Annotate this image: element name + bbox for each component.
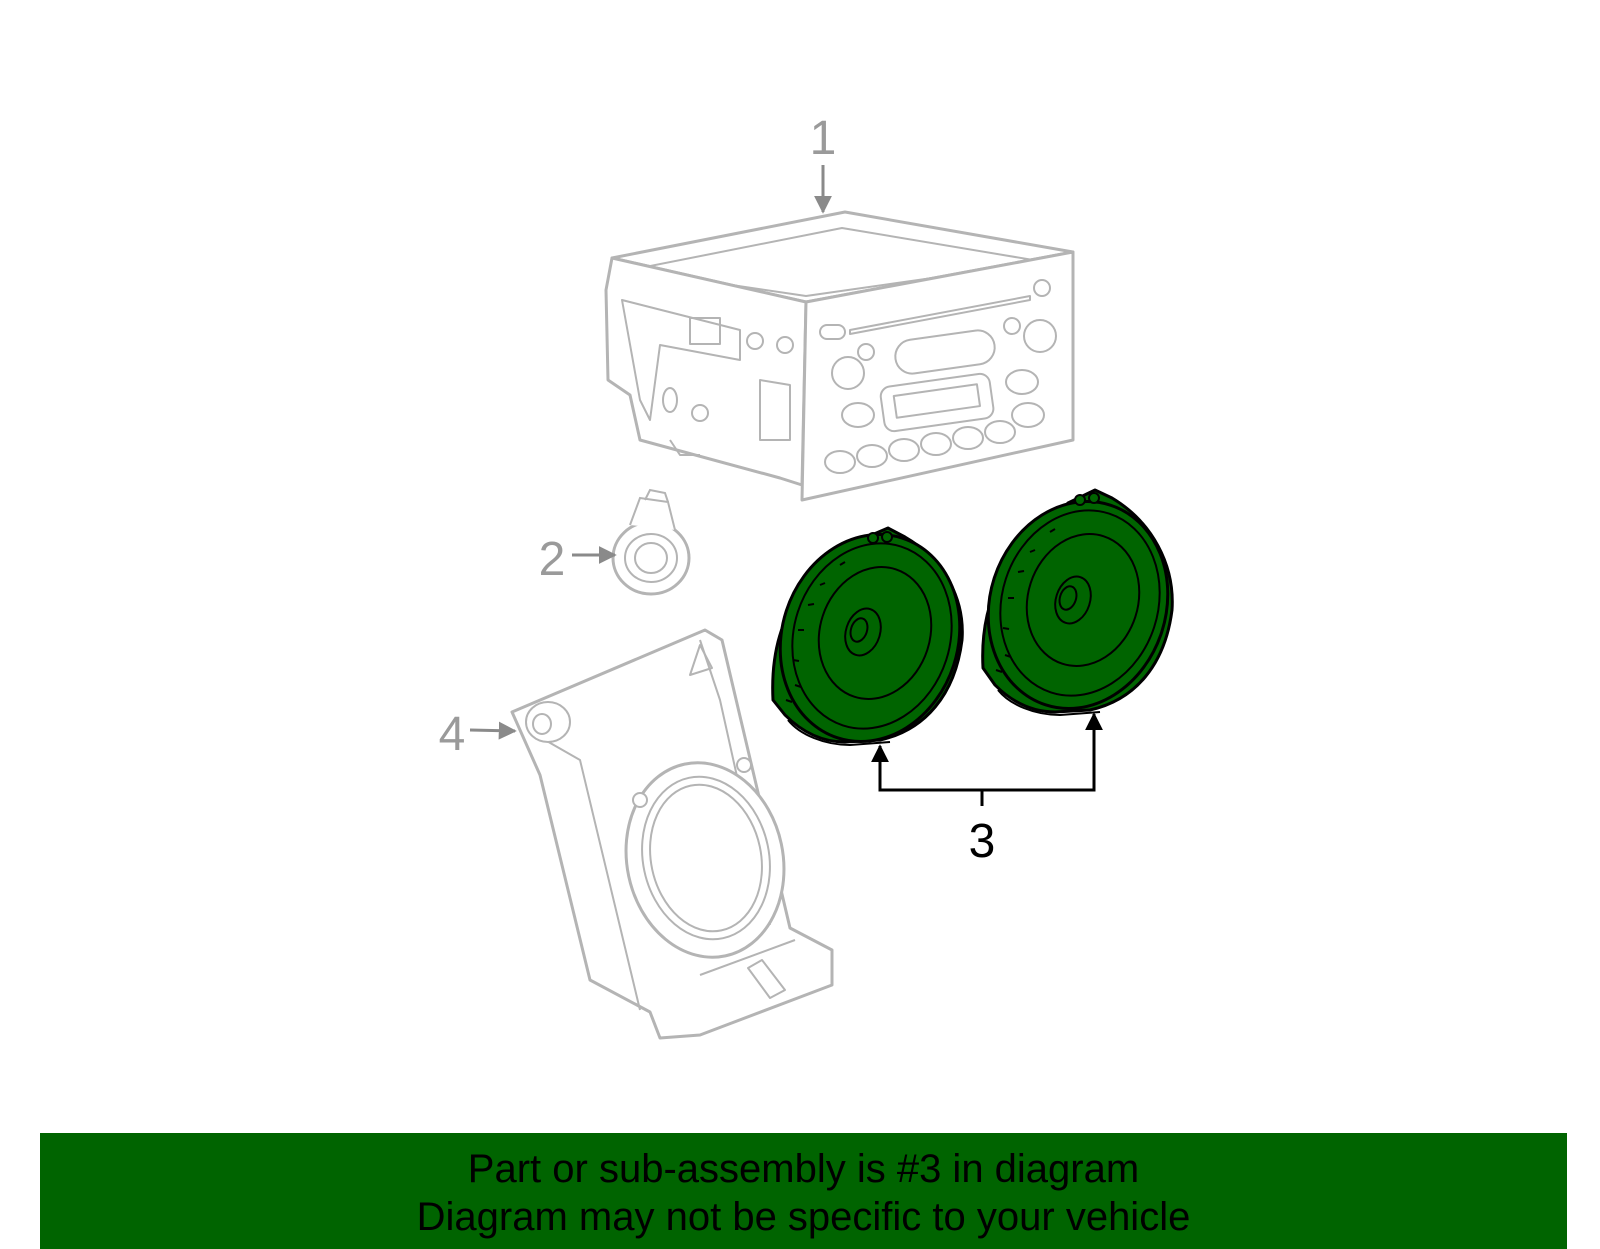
grommet-part [611, 488, 691, 596]
caption-line-1: Part or sub-assembly is #3 in diagram [467, 1147, 1140, 1191]
leader-bracket-3 [878, 719, 1096, 792]
speaker-left [771, 526, 964, 746]
callout-2: 2 [539, 533, 566, 586]
speaker-bracket [510, 628, 834, 1040]
radio-unit [604, 210, 1075, 502]
callout-1: 1 [810, 112, 837, 165]
caption-line-2: Diagram may not be specific to your vehi… [416, 1195, 1191, 1239]
callout-4: 4 [439, 708, 466, 761]
caption-banner: Part or sub-assembly is #3 in diagram Di… [40, 1133, 1567, 1249]
callout-3: 3 [969, 815, 996, 868]
speaker-right [981, 488, 1174, 716]
leader-line-4 [469, 721, 517, 740]
leader-lines [469, 165, 1103, 806]
